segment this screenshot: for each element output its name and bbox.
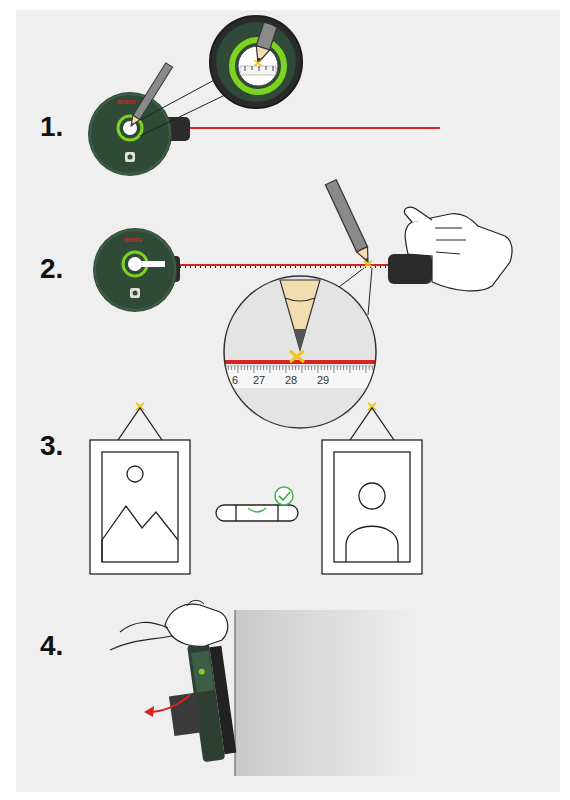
- brand-logo: BOSCH: [124, 238, 142, 243]
- background-panel: [16, 10, 560, 792]
- step-number: 2.: [40, 255, 63, 283]
- scale-number: 6: [232, 375, 238, 386]
- step-number: 1.: [40, 113, 63, 141]
- scale-number: 27: [253, 375, 265, 386]
- step-number: 4.: [40, 632, 63, 660]
- step-number: 3.: [40, 432, 63, 460]
- step-3-figure: [90, 403, 422, 574]
- step-4-figure: [110, 600, 420, 776]
- step-1-figure: [88, 0, 440, 176]
- scale-number: 29: [317, 375, 329, 386]
- brand-logo: BOSCH: [117, 100, 135, 105]
- scale-number: 28: [285, 375, 297, 386]
- step-2-figure: [93, 180, 512, 428]
